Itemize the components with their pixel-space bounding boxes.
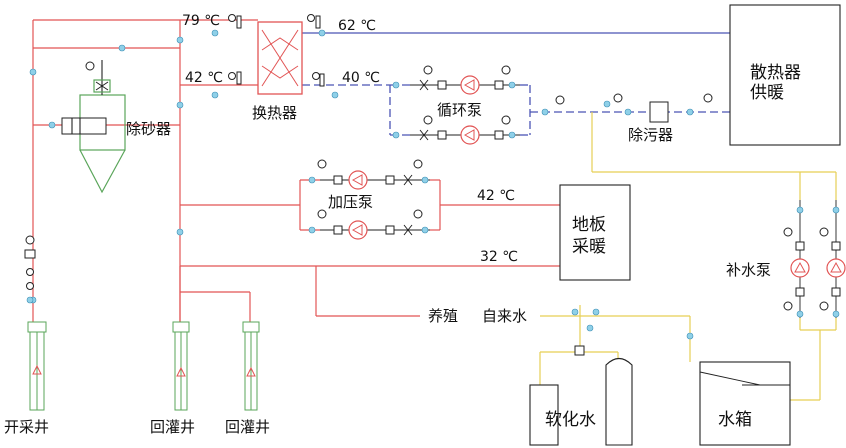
- softener-tank: [605, 357, 633, 446]
- reinjection-well-2: [242, 321, 260, 411]
- instrument-symbols: [228, 14, 713, 105]
- floor-heating-label-line1: 地板: [572, 215, 606, 235]
- booster-pump-label: 加压泵: [328, 193, 373, 211]
- radiator-heating-label-line1: 散热器: [750, 63, 801, 83]
- production-well-label: 开采井: [4, 418, 49, 436]
- heat-exchanger: [257, 21, 303, 95]
- water-tank: [699, 361, 791, 446]
- decontaminator-unit: [649, 101, 669, 123]
- circulation-pump-upper: [410, 65, 520, 95]
- valve-markers: [26, 29, 840, 340]
- reinjection-well-1-label: 回灌井: [150, 418, 195, 436]
- softener-valve: [574, 345, 585, 356]
- radiator-heating-label-line2: 供暖: [750, 83, 784, 103]
- makeup-pump-label: 补水泵: [726, 261, 771, 279]
- tap-water-label: 自来水: [482, 307, 527, 325]
- reinjection-well-1: [172, 321, 190, 411]
- desander-label: 除砂器: [126, 120, 171, 138]
- softener-cabinet: [529, 384, 559, 446]
- water-tank-label: 水箱: [718, 410, 752, 430]
- decontaminator-label: 除污器: [628, 126, 673, 144]
- desander: [61, 60, 126, 194]
- floor-heating-box: [559, 184, 631, 281]
- production-well: [24, 235, 47, 411]
- temp-hx-secondary-in: 40 ℃: [342, 70, 380, 86]
- aquaculture-label: 养殖: [428, 307, 458, 325]
- makeup-pump-right: [819, 200, 846, 318]
- temp-hx-primary-in: 79 ℃: [182, 13, 220, 29]
- floor-heating-label-line2: 采暖: [572, 237, 606, 257]
- temp-hx-secondary-out: 62 ℃: [338, 18, 376, 34]
- temp-floor-return: 32 ℃: [480, 249, 518, 265]
- booster-pump-lower: [317, 209, 430, 240]
- heat-exchanger-label: 换热器: [252, 104, 297, 122]
- temp-floor-supply: 42 ℃: [477, 188, 515, 204]
- makeup-pump-left: [783, 200, 810, 318]
- softened-water-label: 软化水: [545, 410, 596, 430]
- circulation-pump-label: 循环泵: [437, 101, 482, 119]
- reinjection-well-2-label: 回灌井: [225, 418, 270, 436]
- radiator-heating-box: [729, 4, 841, 146]
- booster-pump-upper: [317, 159, 430, 190]
- circulation-pump-lower: [410, 115, 520, 145]
- temp-hx-primary-out: 42 ℃: [185, 70, 223, 86]
